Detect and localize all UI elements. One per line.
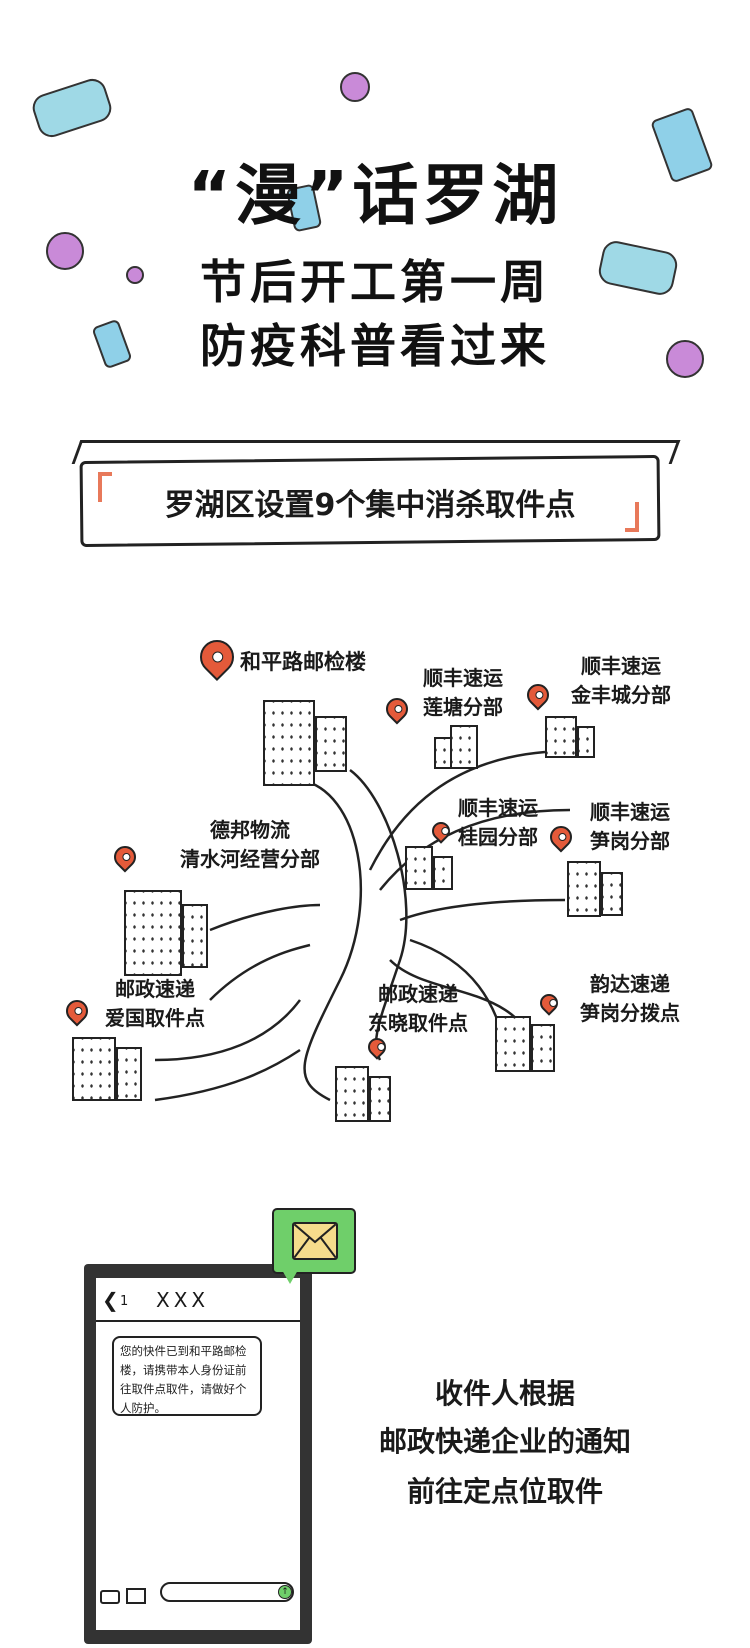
virus-icon xyxy=(126,266,144,284)
road xyxy=(299,778,363,1102)
location-label: 和平路邮检楼 xyxy=(240,650,366,674)
location-label: 顺丰速运笋岗分部 xyxy=(590,800,670,853)
image-icon[interactable] xyxy=(126,1588,146,1604)
building xyxy=(116,1047,142,1101)
bracket-decoration xyxy=(625,502,639,532)
road xyxy=(349,769,408,1061)
building xyxy=(182,904,208,968)
back-arrow-icon[interactable]: ❮ xyxy=(102,1288,119,1312)
building xyxy=(531,1024,555,1072)
virus-icon xyxy=(340,72,370,102)
location-label: 德邦物流清水河经营分部 xyxy=(180,818,320,871)
building xyxy=(567,861,601,917)
building xyxy=(124,890,182,976)
road xyxy=(154,1048,301,1102)
location-label: 邮政速递爱国取件点 xyxy=(105,977,205,1030)
location-label: 韵达速递笋岗分拨点 xyxy=(580,972,680,1025)
phone-screen xyxy=(96,1278,300,1630)
road xyxy=(379,808,571,891)
send-button[interactable]: ↑ xyxy=(278,1585,292,1599)
road xyxy=(399,898,566,922)
building xyxy=(577,726,595,758)
location-label: 顺丰速运金丰城分部 xyxy=(571,654,671,707)
location-label: 邮政速递东晓取件点 xyxy=(368,982,468,1035)
building xyxy=(545,716,577,758)
building xyxy=(433,856,453,890)
building xyxy=(263,700,315,786)
camera-icon[interactable] xyxy=(100,1590,120,1604)
contact-name: XXX xyxy=(156,1288,210,1312)
message-input[interactable] xyxy=(160,1582,294,1602)
subtitle-line-1: 节后开工第一周 xyxy=(200,255,550,309)
building xyxy=(405,846,433,890)
location-label: 顺丰速运莲塘分部 xyxy=(423,666,503,719)
notice-line-1: 收件人根据 xyxy=(434,1377,575,1410)
notice-line-2: 邮政快递企业的通知 xyxy=(378,1425,631,1458)
back-count: 1 xyxy=(120,1294,129,1309)
building xyxy=(495,1016,531,1072)
road xyxy=(209,943,311,1001)
notice-line-3: 前往定点位取件 xyxy=(406,1475,603,1508)
chat-header: ❮ 1 XXX xyxy=(96,1278,300,1322)
building xyxy=(315,716,347,772)
road xyxy=(154,999,301,1062)
building xyxy=(601,872,623,916)
virus-icon xyxy=(46,232,84,270)
building xyxy=(434,737,452,769)
road xyxy=(368,750,546,871)
building xyxy=(72,1037,116,1101)
building xyxy=(335,1066,369,1122)
building xyxy=(369,1076,391,1122)
bracket-decoration xyxy=(98,472,112,502)
building xyxy=(450,725,478,769)
page-title: “漫”话罗湖 xyxy=(187,157,563,234)
envelope-icon xyxy=(292,1222,338,1260)
banner-text: 罗湖区设置9个集中消杀取件点 xyxy=(164,488,576,523)
virus-icon xyxy=(666,340,704,378)
subtitle-line-2: 防疫科普看过来 xyxy=(200,319,550,373)
bubble-tail xyxy=(282,1270,298,1284)
message-bubble: 您的快件已到和平路邮检楼，请携带本人身份证前往取件点取件，请做好个人防护。 xyxy=(112,1336,262,1416)
location-label: 顺丰速运桂园分部 xyxy=(458,796,538,849)
road xyxy=(209,903,321,932)
